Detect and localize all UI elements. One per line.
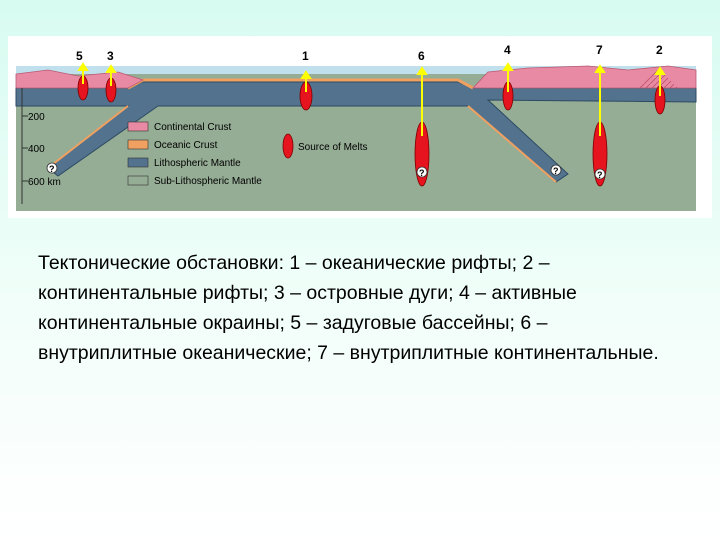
legend-lithospheric-mantle: Lithospheric Mantle bbox=[154, 158, 241, 169]
oceanic-crust-slab-left bbox=[47, 105, 129, 169]
site-number-2: 2 bbox=[656, 43, 663, 57]
continental-crust-right bbox=[472, 65, 697, 89]
site-number-1: 1 bbox=[302, 49, 309, 63]
depth-label-200: 200 bbox=[28, 112, 45, 123]
tectonic-diagram: 200 400 600 km ? ? bbox=[15, 43, 697, 211]
tectonic-settings-figure: 200 400 600 km ? ? bbox=[8, 36, 712, 218]
legend: Continental Crust Oceanic Crust Lithosph… bbox=[127, 121, 367, 187]
unknown-source-markers: ? ? ? ? bbox=[46, 162, 606, 180]
site-number-7: 7 bbox=[596, 43, 603, 57]
continental-rift-faults bbox=[638, 68, 678, 88]
legend-source-of-melts: Source of Melts bbox=[298, 142, 367, 153]
site-numbers: 5 3 1 6 4 7 2 bbox=[76, 43, 663, 63]
question-mark-oceanic-plume: ? bbox=[419, 168, 425, 178]
legend-oceanic-crust: Oceanic Crust bbox=[154, 140, 218, 151]
melt-arrows bbox=[77, 62, 666, 136]
question-mark-right-slab: ? bbox=[553, 166, 559, 176]
site-number-5: 5 bbox=[76, 49, 83, 63]
depth-label-600: 600 km bbox=[28, 177, 61, 188]
question-mark-left-slab: ? bbox=[49, 164, 55, 174]
caption-text: Тектонические обстановки: 1 – океаническ… bbox=[38, 252, 659, 364]
oceanic-crust-slab-right bbox=[467, 105, 557, 183]
legend-continental-crust: Continental Crust bbox=[154, 122, 231, 133]
site-number-3: 3 bbox=[107, 49, 114, 63]
sea-band bbox=[16, 66, 696, 74]
legend-melt-swatch bbox=[282, 133, 294, 159]
question-mark-continental-plume: ? bbox=[597, 170, 603, 180]
site-number-6: 6 bbox=[418, 49, 425, 63]
depth-label-400: 400 bbox=[28, 144, 45, 155]
legend-sub-lithospheric-mantle: Sub-Lithospheric Mantle bbox=[154, 176, 262, 187]
site-number-4: 4 bbox=[504, 43, 511, 57]
